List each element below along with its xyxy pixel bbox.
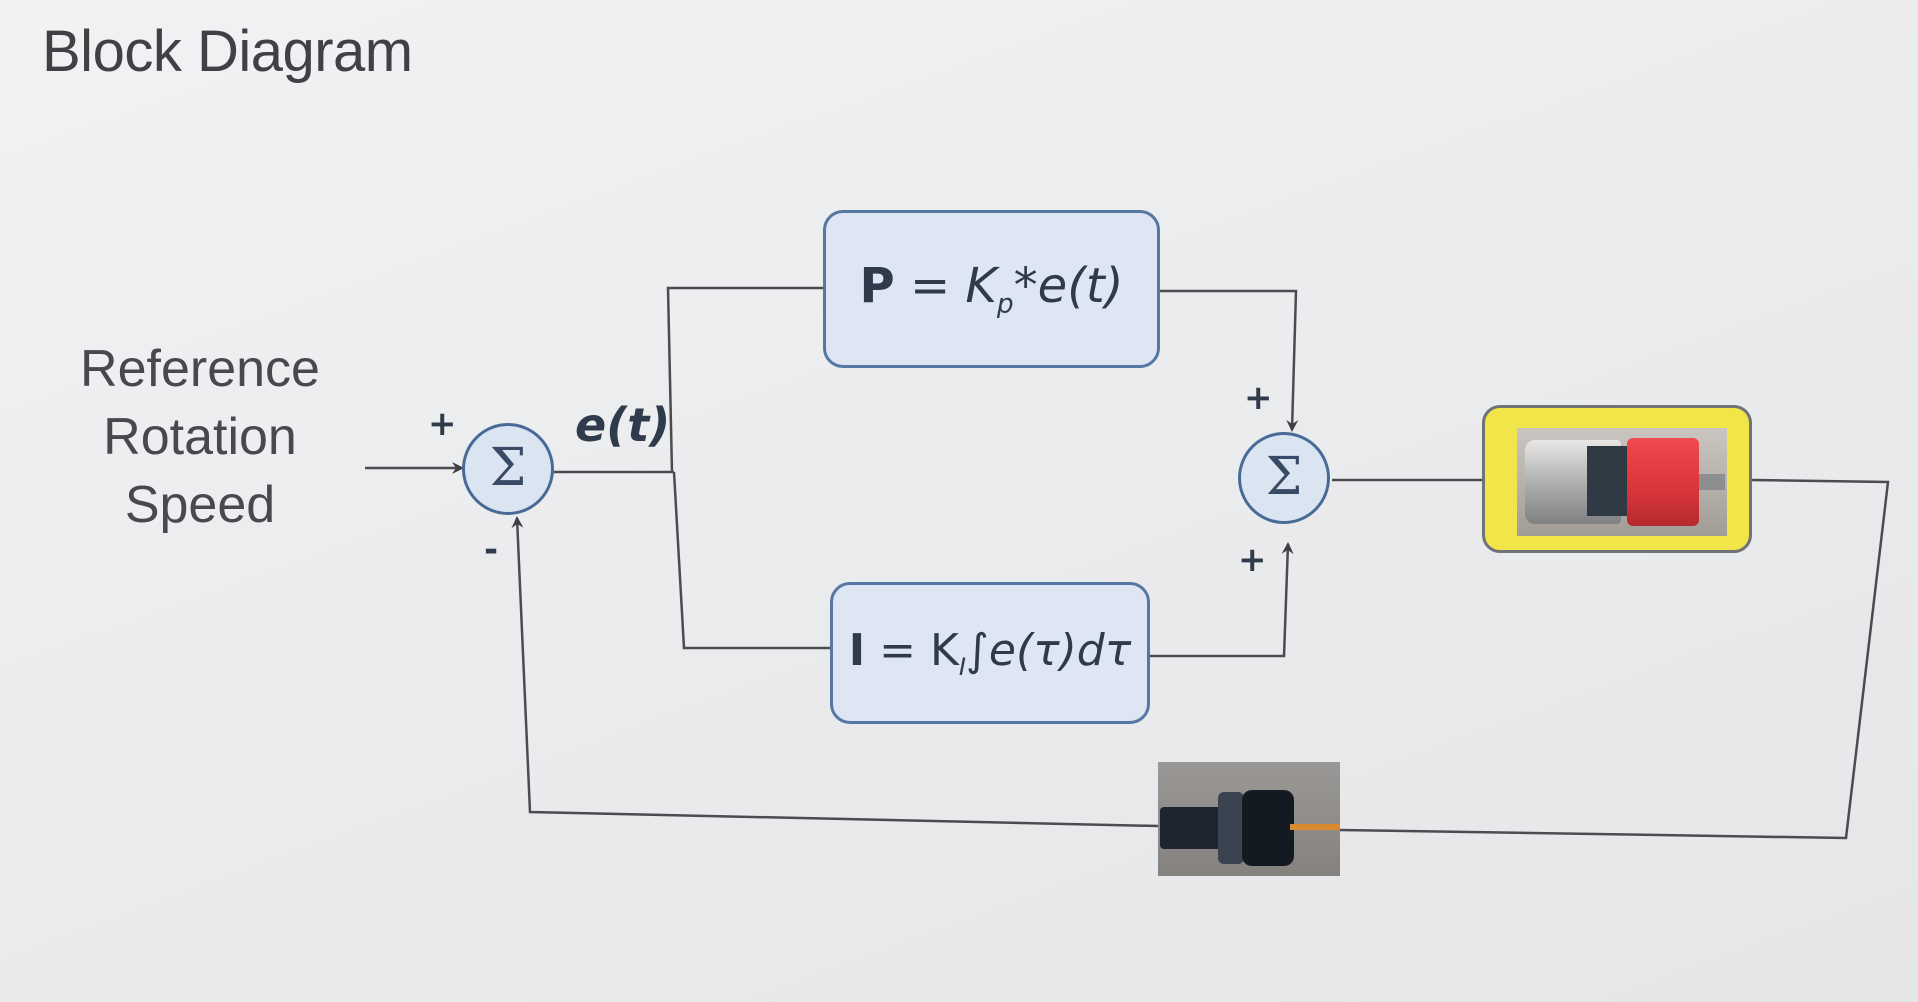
error-signal-label: e(t) (575, 398, 671, 452)
dc-motor-plant (1482, 405, 1752, 553)
feedback-minus-sign: - (484, 530, 499, 570)
integral-output-wire (1150, 542, 1294, 658)
slide-title: Block Diagram (42, 19, 413, 84)
ki-subscript: I (958, 652, 966, 681)
plant-output-wire (1339, 478, 1890, 840)
motor-label-shape (1587, 446, 1627, 516)
proportional-output-wire (1160, 289, 1299, 432)
error-summing-junction: Σ (462, 423, 554, 515)
kp-subscript: p (996, 288, 1014, 320)
proportional-block: P = Kp*e(t) (823, 210, 1160, 368)
encoder-wire-shape (1290, 824, 1340, 830)
i-term-tail: ∫e(τ)dτ (965, 625, 1132, 677)
i-term-symbol: I (848, 625, 866, 677)
controller-summing-junction: Σ (1238, 432, 1330, 524)
reference-speed-label: Reference Rotation Speed (55, 335, 345, 539)
kp-symbol: K (965, 258, 997, 315)
reference-label-line-2: Rotation (103, 408, 297, 466)
integral-equation: I = KI∫e(τ)dτ (848, 625, 1132, 681)
dc-motor-photo (1517, 428, 1727, 536)
encoder-disk-shape (1242, 790, 1294, 866)
p-term-tail: *e(t) (1013, 258, 1124, 315)
p-term-symbol: P (859, 258, 895, 315)
encoder-ring-shape (1218, 792, 1244, 864)
motor-shaft-shape (1699, 474, 1725, 490)
proportional-equation: P = Kp*e(t) (859, 258, 1124, 320)
proportional-plus-sign: + (1244, 378, 1273, 418)
reference-label-line-3: Speed (124, 476, 276, 534)
integral-branch-wire (672, 471, 830, 650)
encoder-photo (1158, 762, 1340, 876)
integral-plus-sign: + (1238, 540, 1267, 580)
reference-label-line-1: Reference (80, 340, 320, 398)
motor-gearbox-shape (1627, 438, 1699, 526)
feedback-wire (511, 516, 1159, 828)
ki-symbol: K (929, 625, 959, 677)
integral-block: I = KI∫e(τ)dτ (830, 582, 1150, 724)
encoder-body-shape (1160, 807, 1222, 849)
input-plus-sign: + (428, 404, 457, 444)
proportional-branch-wire (666, 286, 823, 473)
